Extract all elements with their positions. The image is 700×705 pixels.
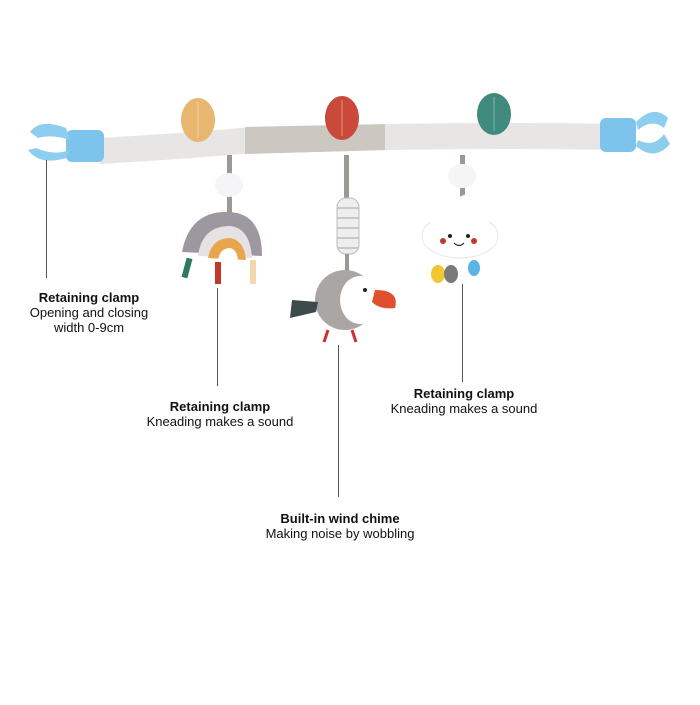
leaf-yellow-icon [181, 98, 215, 142]
callout-desc: Kneading makes a sound [390, 401, 538, 416]
callout-rainbow: Retaining clamp Kneading makes a sound [120, 399, 320, 429]
callout-left-clamp: Retaining clamp Opening and closing widt… [0, 290, 178, 335]
callout-desc: width 0-9cm [53, 320, 125, 335]
leaf-red-icon [325, 96, 359, 140]
callout-desc: Opening and closing [29, 305, 149, 320]
leaf-green-icon [477, 93, 511, 135]
callout-cloud: Retaining clamp Kneading makes a sound [364, 386, 564, 416]
callout-line-bird [338, 345, 339, 497]
callout-title: Built-in wind chime [280, 511, 400, 526]
callout-line-rainbow [217, 288, 218, 386]
cloud-toy-icon [421, 155, 499, 283]
callout-title: Retaining clamp [169, 399, 271, 414]
left-clamp-icon [28, 123, 104, 162]
callout-desc: Making noise by wobbling [265, 526, 415, 541]
callout-desc: Kneading makes a sound [146, 414, 294, 429]
callout-title: Retaining clamp [38, 290, 140, 305]
bird-toy-icon [290, 155, 396, 343]
callout-line-left-clamp [46, 160, 47, 278]
right-clamp-icon [600, 111, 670, 154]
callout-line-cloud [462, 284, 463, 382]
callout-bird: Built-in wind chime Making noise by wobb… [240, 511, 440, 541]
rainbow-toy-icon [181, 155, 262, 284]
callout-title: Retaining clamp [413, 386, 515, 401]
